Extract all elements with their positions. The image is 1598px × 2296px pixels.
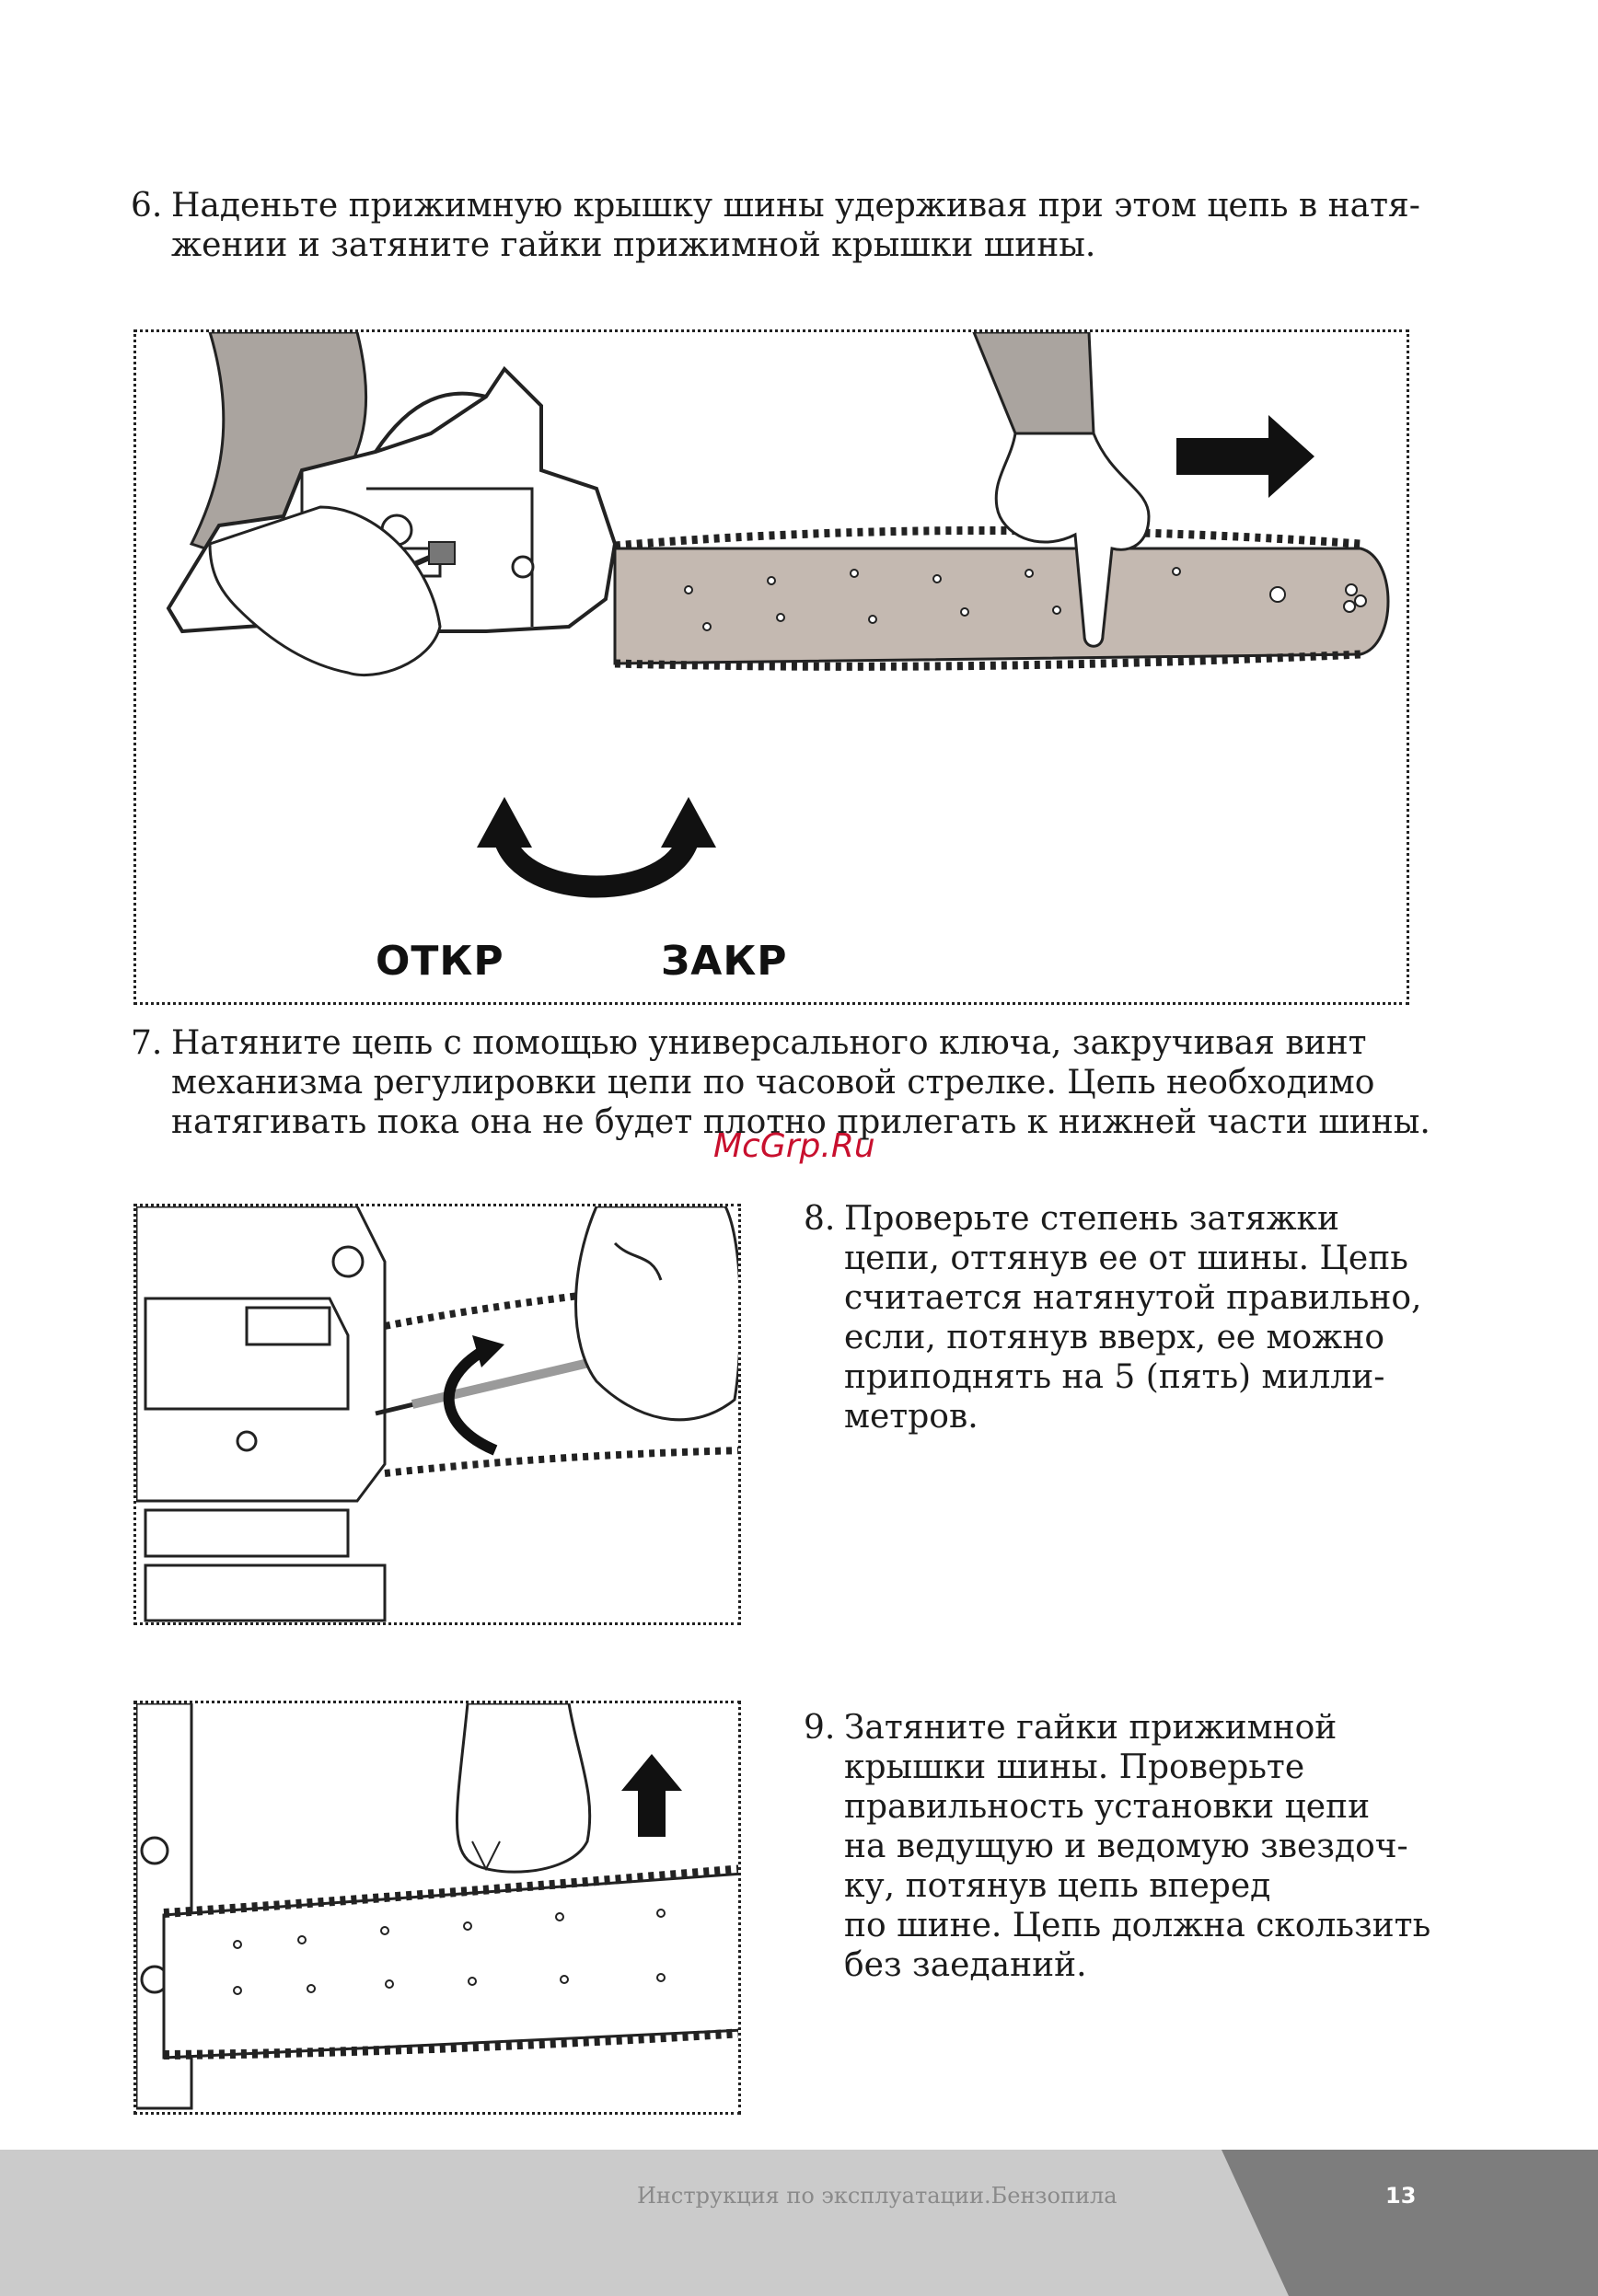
step-line: правильность установки цепи (844, 1788, 1371, 1826)
step-line: Затяните гайки прижимной (844, 1709, 1337, 1747)
step-line: Проверьте степень затяжки (844, 1200, 1340, 1238)
step-9: 9. Затяните гайки прижимной крышки шины.… (804, 1708, 1448, 1989)
footer-title: Инструкция по эксплуатации.Бензопила (637, 2183, 1117, 2209)
figure-chain-tension: ОТКР ЗАКР (133, 329, 1409, 1005)
step-line: приподнять на 5 (пять) милли- (844, 1358, 1385, 1396)
step-line: цепи, оттянув ее от шины. Цепь (844, 1240, 1408, 1277)
step-line: Наденьте прижимную крышку шины удерживая… (171, 187, 1420, 225)
chain-slide-illustration (136, 1703, 738, 2110)
figure-chain-slide (133, 1701, 741, 2115)
step-text: Наденьте прижимную крышку шины удерживая… (171, 186, 1420, 265)
step-line: ку, потянув цепь вперед (844, 1867, 1271, 1905)
chainsaw-illustration (166, 332, 1390, 898)
step-line: жении и затяните гайки прижимной крышки … (171, 226, 1096, 264)
step-line: по шине. Цепь должна скользить (844, 1907, 1431, 1944)
watermark: McGrp.Ru (713, 1127, 875, 1165)
chain-check-illustration (136, 1206, 738, 1622)
step-line: крышки шины. Проверьте (844, 1748, 1305, 1786)
step-text: Затяните гайки прижимной крышки шины. Пр… (844, 1708, 1430, 1985)
step-line: Натяните цепь с помощью универсального к… (171, 1024, 1367, 1062)
step-7: 7. Натяните цепь с помощью универсальног… (131, 1023, 1465, 1148)
step-text: Натяните цепь с помощью универсального к… (171, 1023, 1430, 1142)
label-close: ЗАКР (661, 938, 788, 985)
step-6: 6. Наденьте прижимную крышку шины удержи… (131, 186, 1420, 269)
step-line: считается натянутой правильно, (844, 1279, 1422, 1317)
figure-check-tension (133, 1204, 741, 1625)
step-line: метров. (844, 1398, 978, 1436)
label-open: ОТКР (376, 938, 504, 985)
step-line: без заеданий. (844, 1946, 1087, 1984)
step-number: 9. (804, 1709, 836, 1747)
step-line: натягивать пока она не будет плотно прил… (171, 1103, 1430, 1141)
step-number: 8. (804, 1200, 836, 1238)
step-line: если, потянув вверх, ее можно (844, 1319, 1384, 1356)
step-line: на ведущую и ведомую звездоч- (844, 1828, 1408, 1865)
footer-corner-shape (1222, 2150, 1598, 2296)
step-number: 7. (131, 1024, 163, 1062)
step-8: 8. Проверьте степень затяжки цепи, оттян… (804, 1199, 1448, 1448)
step-text: Проверьте степень затяжки цепи, оттянув … (844, 1199, 1422, 1436)
step-number: 6. (131, 187, 163, 225)
page-number: 13 (1385, 2183, 1417, 2209)
step-line: механизма регулировки цепи по часовой ст… (171, 1064, 1375, 1102)
page-footer: Инструкция по эксплуатации.Бензопила 13 (0, 2150, 1598, 2296)
